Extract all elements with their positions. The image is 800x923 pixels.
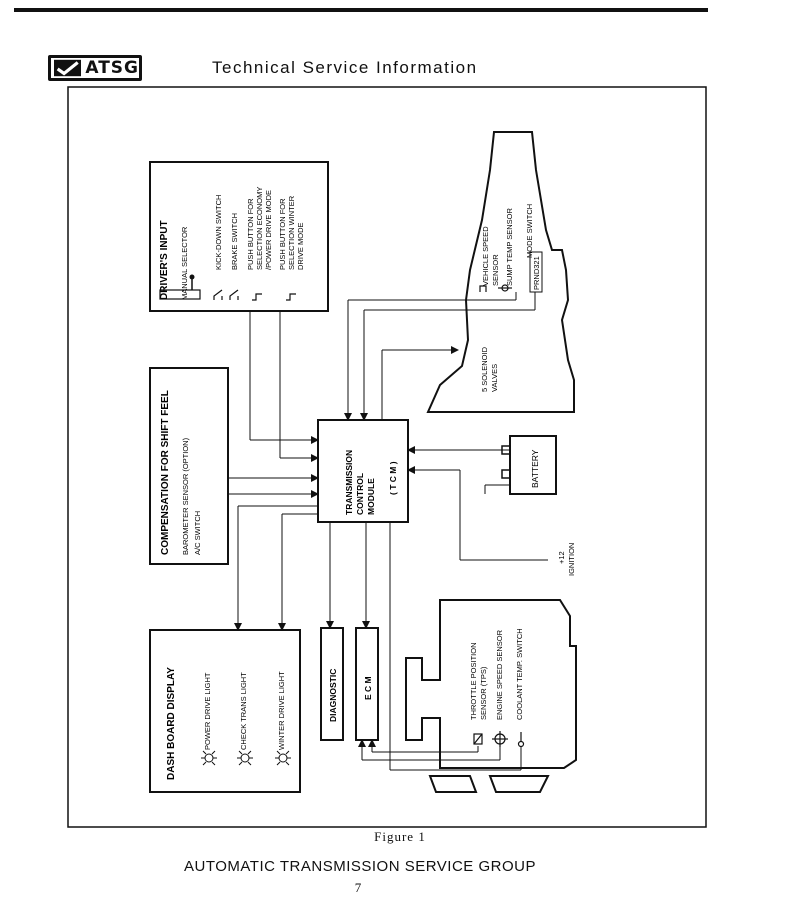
dashboard-text: DASH BOARD DISPLAY POWER DRIVE LIGHT CHE… [166, 667, 286, 780]
engine-sensor-label: COOLANT TEMP. SWITCH [515, 628, 524, 720]
compensation-text: COMPENSATION FOR SHIFT FEEL BAROMETER SE… [160, 390, 202, 555]
coolant-temp-switch-icon [517, 732, 525, 748]
dashboard-box [149, 629, 301, 793]
solenoid-label: VALVES [490, 364, 499, 392]
prnd-label-box: PRND321 [529, 251, 543, 293]
compensation-item: A/C SWITCH [193, 511, 202, 555]
transmission-sensor-label: MODE SWITCH [525, 204, 534, 258]
transmission-sensor-label: SENSOR [491, 254, 500, 286]
logo-text: ATSG [85, 58, 139, 78]
atsg-logo: ATSG [48, 55, 142, 81]
brake-switch-icon [229, 289, 239, 300]
diagram-frame [67, 86, 707, 828]
drivers-input-item: PUSH BUTTON FOR [278, 198, 287, 270]
ignition-text: +12 IGNITION [557, 543, 576, 576]
solenoid-text: 5 SOLENOID VALVES [480, 346, 499, 392]
drivers-input-item: PUSH BUTTON FOR [246, 198, 255, 270]
dashboard-item: CHECK TRANS LIGHT [239, 672, 248, 750]
drivers-input-text: DRIVER'S INPUT MANUAL SELECTOR KICK-DOWN… [159, 187, 305, 300]
drivers-input-item: MANUAL SELECTOR [180, 226, 189, 300]
tcm-label: TRANSMISSION [344, 450, 354, 515]
vehicle-speed-sensor-icon [479, 285, 487, 292]
compensation-title: COMPENSATION FOR SHIFT FEEL [160, 390, 171, 555]
ecm-label: E C M [363, 676, 373, 700]
engine-speed-sensor-icon [492, 731, 508, 747]
engine-sensor-label: ENGINE SPEED SENSOR [495, 629, 504, 720]
battery-label: BATTERY [530, 449, 540, 488]
footer-organization: AUTOMATIC TRANSMISSION SERVICE GROUP [184, 858, 536, 875]
solenoid-label: 5 SOLENOID [480, 346, 489, 392]
sump-temp-sensor-icon [498, 284, 512, 292]
drivers-input-item: /POWER DRIVE MODE [264, 190, 273, 270]
push-button-icon [286, 293, 296, 301]
engine-text: THROTTLE POSITION SENSOR (TPS) ENGINE SP… [469, 628, 524, 720]
manual-selector-icon [159, 274, 201, 300]
wiring [228, 292, 548, 771]
tcm-text: TRANSMISSION CONTROL MODULE ( T C M ) [344, 450, 398, 515]
page-title: Technical Service Information [212, 58, 478, 77]
compensation-item: BAROMETER SENSOR (OPTION) [181, 437, 190, 555]
tcm-label: CONTROL [355, 473, 365, 515]
dashboard-item: WINTER DRIVE LIGHT [277, 671, 286, 750]
ignition-label: IGNITION [567, 543, 576, 576]
drivers-input-item: BRAKE SWITCH [230, 213, 239, 270]
battery-symbol: BATTERY [501, 435, 557, 495]
engine-sensor-label: SENSOR (TPS) [479, 666, 488, 720]
drivers-input-box [149, 161, 329, 312]
prnd-label: PRND321 [532, 256, 541, 290]
page-number: 7 [354, 880, 362, 895]
push-button-icon [252, 293, 262, 301]
compensation-box [149, 367, 229, 565]
drivers-input-title: DRIVER'S INPUT [159, 220, 170, 300]
diagnostic-label: DIAGNOSTIC [328, 669, 338, 722]
drivers-input-item: SELECTION ECONOMY [255, 187, 264, 270]
drivers-input-item: DRIVE MODE [296, 222, 305, 270]
winter-drive-light-icon [275, 750, 291, 766]
top-rule [14, 8, 708, 12]
checkmark-logo-icon [54, 59, 82, 77]
engine-oil-pan [428, 775, 550, 793]
engine-sensor-label: THROTTLE POSITION [469, 642, 478, 720]
kick-down-switch-icon [213, 289, 223, 300]
tps-sensor-icon [473, 733, 483, 745]
drivers-input-item: SELECTION WINTER [287, 195, 296, 270]
ignition-label: +12 [557, 551, 566, 564]
dashboard-item: POWER DRIVE LIGHT [203, 672, 212, 750]
engine-outline [405, 599, 577, 769]
figure-caption: Figure 1 [374, 829, 426, 844]
transmission-sensors-text: VEHICLE SPEED SENSOR SUMP TEMP SENSOR MO… [481, 204, 534, 286]
dashboard-title: DASH BOARD DISPLAY [166, 667, 177, 780]
power-drive-light-icon [201, 750, 217, 766]
transmission-sensor-label: SUMP TEMP SENSOR [505, 207, 514, 286]
tcm-label: ( T C M ) [388, 461, 398, 495]
tcm-label: MODULE [366, 478, 376, 515]
check-trans-light-icon [237, 750, 253, 766]
drivers-input-item: KICK-DOWN SWITCH [214, 195, 223, 270]
transmission-outline [426, 131, 575, 413]
transmission-sensor-label: VEHICLE SPEED [481, 226, 490, 286]
